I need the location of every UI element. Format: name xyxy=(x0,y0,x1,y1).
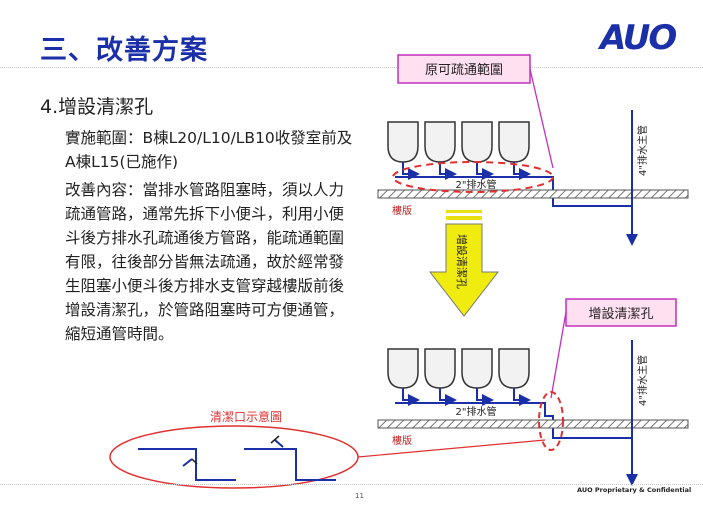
section-heading: 4.增設清潔孔 xyxy=(40,96,154,118)
urinal xyxy=(461,348,493,389)
top-callout-box xyxy=(397,54,531,84)
bottom-main-pipe-label: 4"排水主管 xyxy=(636,355,649,406)
arrow-stripe xyxy=(446,216,482,220)
top-callout-label: 原可疏通範圍 xyxy=(425,63,503,78)
top-clearable-range-ellipse xyxy=(392,161,554,193)
urinal xyxy=(387,348,419,389)
urinal xyxy=(424,121,456,163)
bottom-urinals xyxy=(387,348,530,389)
auo-logo: AUO xyxy=(600,18,677,58)
cleanout-highlight-ellipse xyxy=(538,391,564,451)
bottom-floor-slab xyxy=(377,419,689,429)
slide-title: 三、改善方案 xyxy=(40,35,208,66)
page-number: 11 xyxy=(355,492,364,500)
bottom-branch-pipe-label: 2"排水管 xyxy=(456,405,497,418)
scope-paragraph: 實施範圍：B棟L20/L10/LB10收發室前及A棟L15(已施作) xyxy=(65,129,353,171)
process-arrow-label: 增設清潔孔 xyxy=(455,234,469,289)
urinal xyxy=(461,121,493,163)
cleanout-schematic-leader xyxy=(357,439,546,458)
cleanout-schematic-label: 清潔口示意圖 xyxy=(210,409,282,424)
footer-divider xyxy=(0,484,703,485)
urinal xyxy=(424,348,456,389)
bottom-callout-box xyxy=(565,298,677,327)
urinal xyxy=(387,121,419,163)
arrow-stripe xyxy=(446,210,482,213)
bottom-callout-leader xyxy=(550,311,567,399)
process-arrow xyxy=(428,223,500,317)
urinal xyxy=(498,348,530,389)
cleanout-schematic-pipes xyxy=(138,435,336,481)
title-divider xyxy=(0,67,703,68)
top-floor-label: 樓版 xyxy=(392,204,412,217)
bottom-callout-label: 增設清潔孔 xyxy=(588,306,653,322)
top-main-pipe-label: 4"排水主管 xyxy=(636,125,649,176)
top-branch-pipe-label: 2"排水管 xyxy=(456,178,497,191)
bottom-branch-pipes xyxy=(395,388,632,439)
urinal xyxy=(498,121,530,163)
top-floor-slab xyxy=(377,189,689,199)
top-callout-leader xyxy=(529,68,554,169)
cleanout-schematic-ellipse xyxy=(109,425,359,489)
footer-confidential: AUO Proprietary & Confidential xyxy=(577,486,692,494)
top-urinals xyxy=(387,121,530,163)
top-branch-pipes xyxy=(395,162,632,207)
bottom-floor-label: 樓版 xyxy=(392,434,412,447)
content-paragraph: 改善內容：當排水管路阻塞時，須以人力疏通管路，通常先拆下小便斗，利用小便斗後方排… xyxy=(65,181,345,343)
